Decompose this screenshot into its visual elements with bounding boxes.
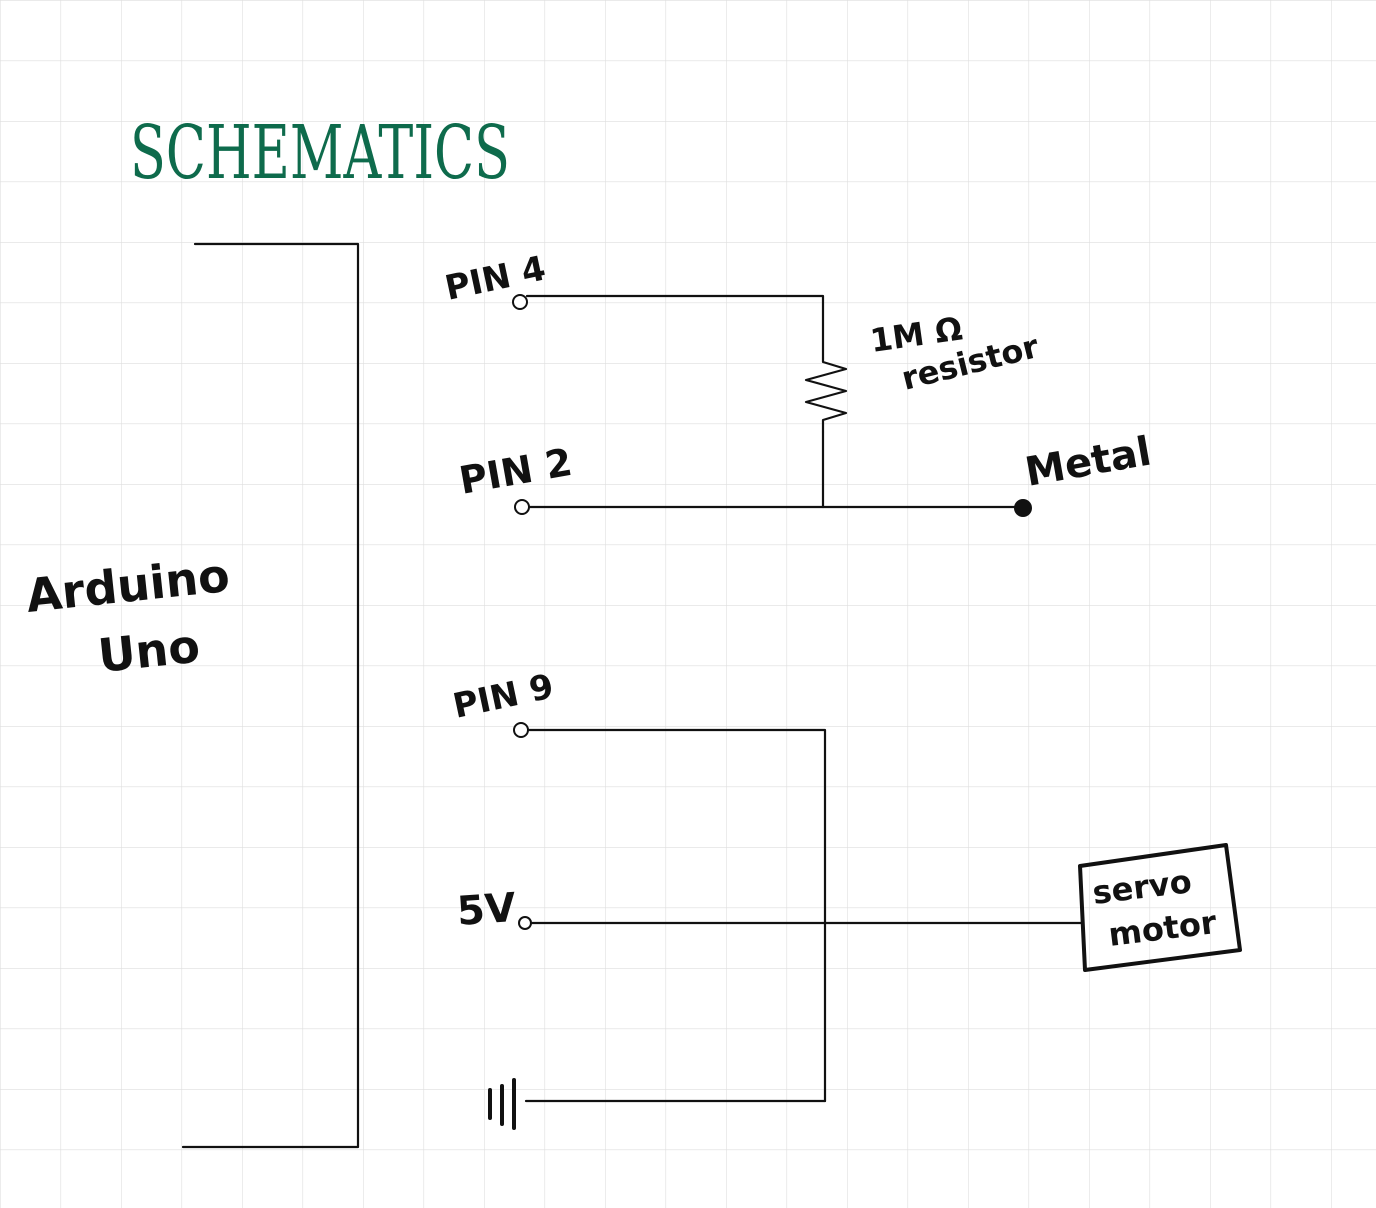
- diagram-title: SCHEMATICS: [130, 110, 510, 196]
- metal-contact-icon: [1014, 499, 1032, 517]
- pin4-wire: [525, 294, 825, 360]
- arduino-label-line2: Uno: [96, 619, 203, 683]
- pin2-terminal-icon: [514, 499, 530, 515]
- pin9-terminal-icon: [513, 722, 529, 738]
- arduino-board-outline: [181, 242, 360, 1149]
- servo-motor-box: [1078, 843, 1242, 972]
- pin4-terminal-icon: [512, 294, 528, 310]
- ground-symbol-icon: [488, 1078, 516, 1130]
- five-v-label: 5V: [455, 885, 517, 935]
- pin9-wire: [526, 728, 827, 1103]
- resistor-symbol-icon: [804, 356, 848, 434]
- five-v-terminal-icon: [518, 916, 532, 930]
